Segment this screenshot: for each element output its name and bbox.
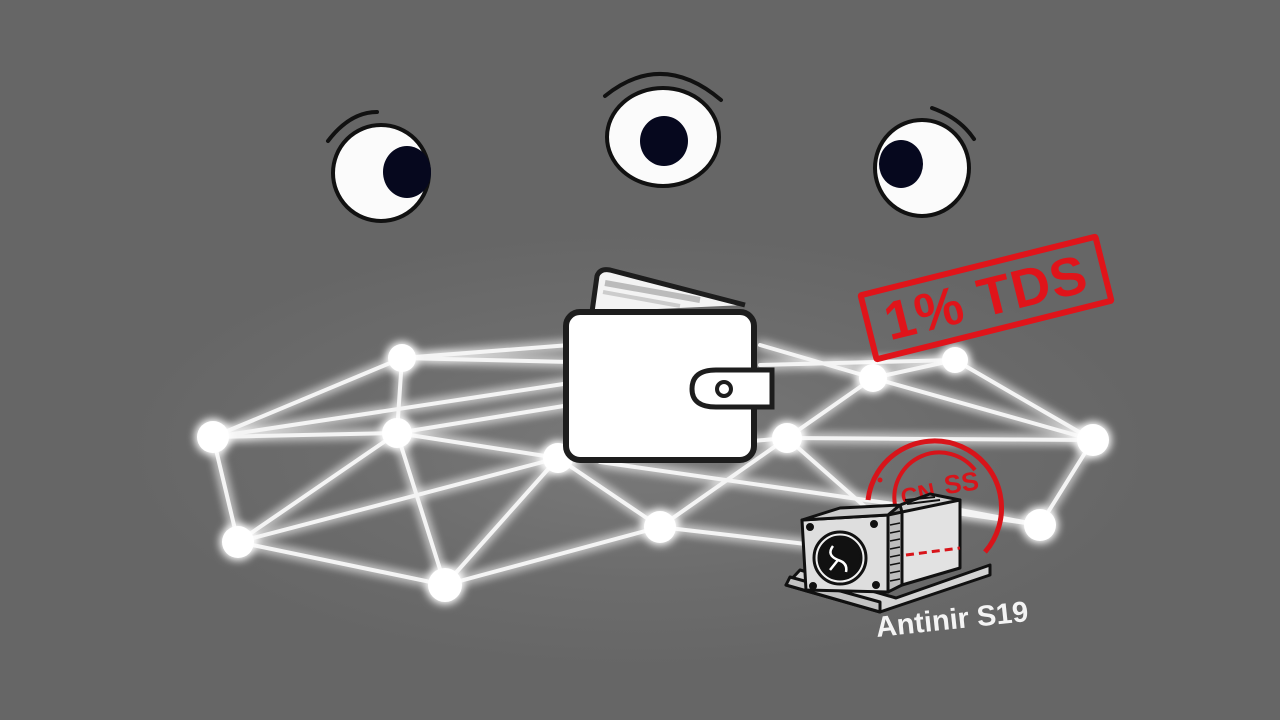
node-icon: [388, 344, 416, 372]
node-icon: [1077, 424, 1109, 456]
node-icon: [428, 568, 462, 602]
node-icon: [942, 347, 968, 373]
node-icon: [859, 364, 887, 392]
node-icon: [1024, 509, 1056, 541]
node-icon: [644, 511, 676, 543]
asic-miner-icon: [784, 492, 992, 614]
network-nodes: [197, 344, 1109, 602]
wallet-icon: [563, 267, 775, 463]
node-icon: [772, 423, 802, 453]
node-icon: [197, 421, 229, 453]
center-eye-icon: [603, 72, 723, 188]
node-icon: [382, 418, 412, 448]
left-eye-icon: [326, 110, 431, 223]
right-eye-icon: [873, 106, 976, 218]
svg-text:SS: SS: [942, 465, 981, 500]
node-icon: [222, 526, 254, 558]
